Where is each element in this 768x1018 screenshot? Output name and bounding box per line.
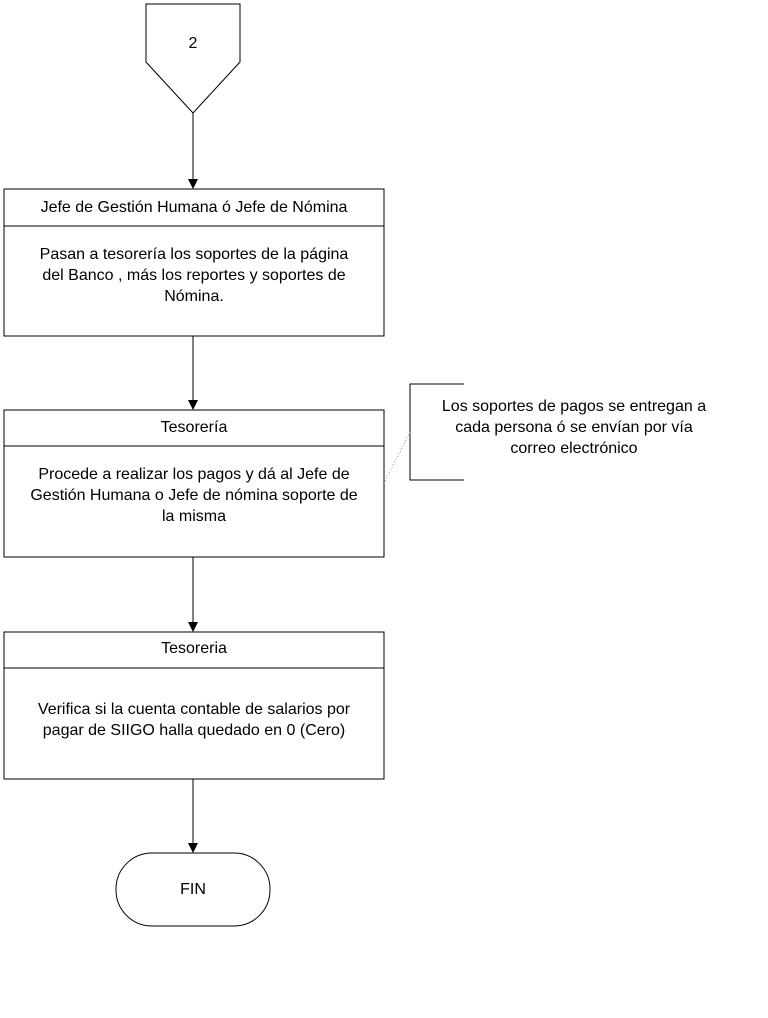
step-3-box: [3, 631, 385, 780]
step-2-line-3: la misma: [161, 508, 226, 525]
offpage-connector-shape: [145, 3, 241, 114]
terminator-shape: [115, 852, 271, 927]
step-1-description: Pasan a tesorería los soportes de la pág…: [4, 244, 384, 307]
annotation-line-1: Los soportes de pagos se entregan a: [441, 398, 707, 415]
step-2-description: Procede a realizar los pagos y dá al Jef…: [4, 464, 384, 527]
terminator-label: FIN: [180, 881, 206, 898]
annotation-line-2: cada persona ó se envían por vía: [455, 419, 693, 436]
step-1-line-3: Nómina.: [164, 288, 224, 305]
annotation-line-3: correo electrónico: [510, 440, 638, 457]
step-3-line-2: pagar de SIIGO halla quedado en 0 (Cero): [42, 722, 346, 739]
step-2-line-2: Gestión Humana o Jefe de nómina soporte …: [30, 487, 358, 504]
step-2-box: [3, 409, 385, 558]
annotation-text: Los soportes de pagos se entregan a cada…: [414, 396, 734, 459]
step-3-description: Verifica si la cuenta contable de salari…: [4, 699, 384, 741]
step-2-role: Tesorería: [160, 419, 228, 436]
connector-label: 2: [188, 35, 198, 52]
annotation-link: [383, 431, 411, 484]
step-3-line-1: Verifica si la cuenta contable de salari…: [37, 701, 351, 718]
step-2-line-1: Procede a realizar los pagos y dá al Jef…: [38, 466, 350, 483]
step-1-line-1: Pasan a tesorería los soportes de la pág…: [39, 246, 349, 263]
step-1-line-2: del Banco , más los reportes y soportes …: [42, 267, 346, 284]
step-3-role: Tesoreria: [161, 640, 227, 657]
step-1-box: [3, 188, 385, 337]
step-1-role: Jefe de Gestión Humana ó Jefe de Nómina: [40, 199, 348, 216]
